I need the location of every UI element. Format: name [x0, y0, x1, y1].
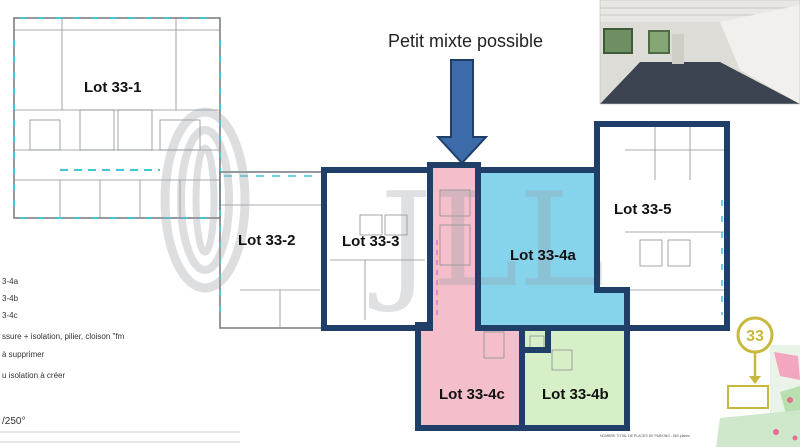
legend: 3-4a 3-4b 3-4c ssure + isolation, pilier… — [2, 277, 125, 380]
legend-item: à supprimer — [2, 350, 45, 359]
lot-33-5-label: Lot 33-5 — [614, 201, 672, 218]
legend-item: u isolation à créer — [2, 371, 65, 380]
lot-outlines — [321, 121, 730, 431]
lot-33-4c-area — [418, 167, 522, 427]
footer-note: NOMBRE TOTAL DE PLACES DE PARKING : 560 … — [600, 434, 690, 438]
down-arrow — [435, 59, 489, 165]
lot-33-2-label: Lot 33-2 — [238, 232, 296, 249]
plan-lot-33-2 — [219, 171, 325, 329]
scale-label: /250° — [2, 416, 25, 427]
site-mini-map — [716, 345, 800, 447]
lot-33-1-label: Lot 33-1 — [84, 79, 142, 96]
plan-inner-details — [330, 189, 573, 371]
lot-33-4b-outline — [519, 325, 630, 431]
marker-number: 33 — [746, 328, 764, 345]
lot-33-4a-area — [478, 172, 627, 350]
lot-33-4b-area — [522, 328, 627, 427]
annotation-text: Petit mixte possible — [388, 31, 543, 51]
interior-photo — [599, 0, 800, 105]
plan-lot-33-1 — [13, 17, 221, 219]
legend-item: 3-4b — [2, 294, 19, 303]
legend-item: 3-4a — [2, 277, 19, 286]
watermark-text: JLL — [369, 164, 605, 316]
lot-33-4c-label: Lot 33-4c — [439, 386, 505, 403]
lot-labels: Lot 33-1 Lot 33-2 Lot 33-3 Lot 33-4a Lot… — [84, 79, 672, 403]
lot-fills — [418, 167, 627, 427]
legend-item: ssure + isolation, pilier, cloison "fm — [2, 332, 125, 341]
lot-33-5-outline — [594, 121, 730, 331]
lot-33-4a-label: Lot 33-4a — [510, 247, 577, 264]
watermark: JLL — [160, 107, 605, 316]
lot-33-3-label: Lot 33-3 — [342, 233, 400, 250]
location-marker: 33 — [736, 316, 774, 384]
lot-33-4b-label: Lot 33-4b — [542, 386, 609, 403]
legend-item: 3-4c — [2, 311, 18, 320]
plan-lot-33-5 — [600, 125, 725, 315]
